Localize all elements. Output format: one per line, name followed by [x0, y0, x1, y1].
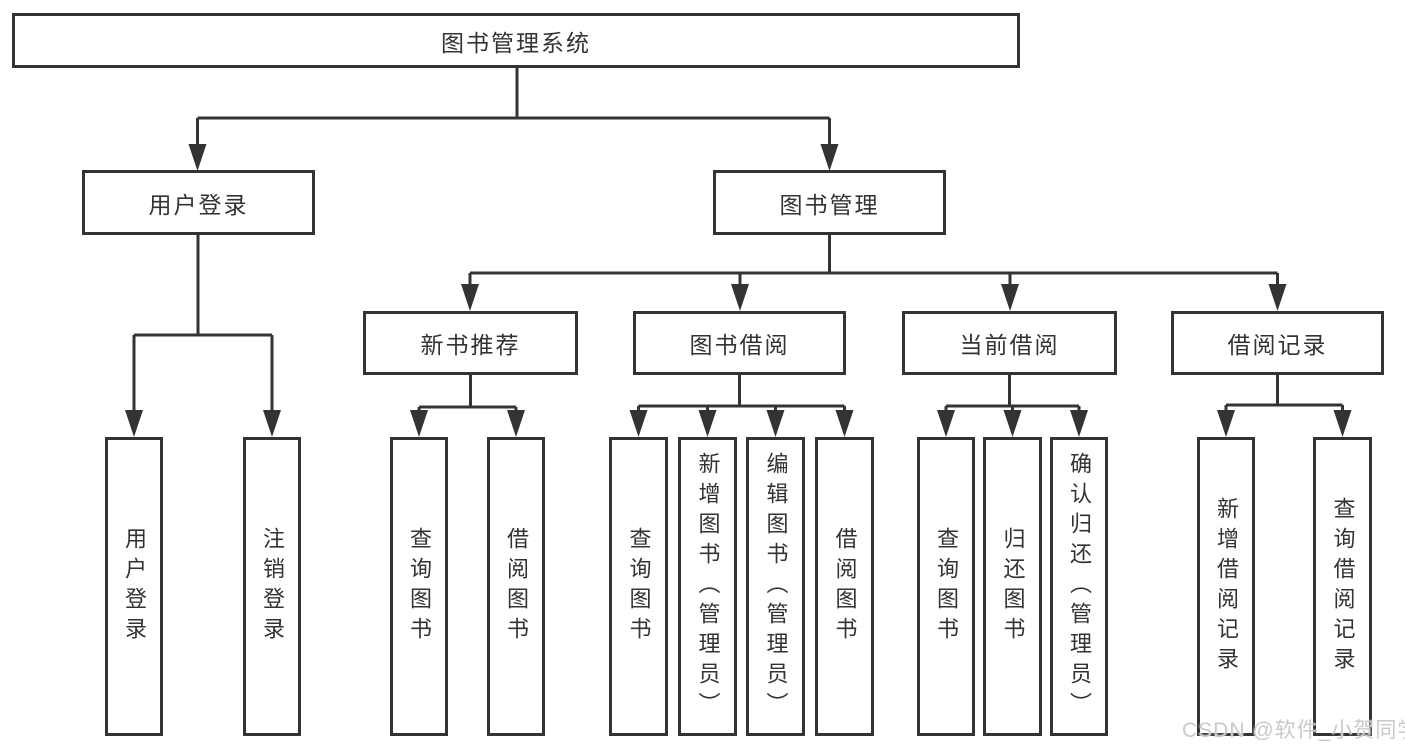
- node-leaf-recommend-query-book: 查询图书: [390, 437, 448, 736]
- node-new-book-recommend-label: 新书推荐: [420, 332, 521, 358]
- node-leaf-return-book: 归还图书: [983, 437, 1042, 736]
- node-leaf-borrow-book-label: 借阅图书: [832, 526, 858, 647]
- connector-new-book-recommend-to-leaves: [410, 375, 525, 437]
- connector-root-to-level2: [188, 68, 839, 171]
- node-book-management-group: 图书管理: [713, 170, 946, 235]
- node-book-management-group-label: 图书管理: [779, 191, 880, 218]
- node-leaf-return-book-label: 归还图书: [1000, 526, 1026, 647]
- node-current-borrow: 当前借阅: [902, 311, 1117, 375]
- node-leaf-confirm-return-admin: 确认归还（管理员）: [1050, 437, 1108, 736]
- connector-borrow-records-to-leaves: [1217, 375, 1352, 437]
- node-user-login-group: 用户登录: [82, 170, 315, 235]
- node-leaf-add-borrow-record: 新增借阅记录: [1197, 437, 1255, 736]
- node-root-system-label: 图书管理系统: [441, 29, 591, 56]
- node-leaf-current-query-book-label: 查询图书: [934, 526, 959, 647]
- node-leaf-recommend-borrow-book-label: 借阅图书: [504, 526, 529, 647]
- node-leaf-user-login-label: 用户登录: [122, 526, 147, 647]
- node-book-borrow-label: 图书借阅: [689, 332, 790, 358]
- connector-user-login-to-leaves: [125, 235, 281, 437]
- node-leaf-borrow-query-book-label: 查询图书: [626, 526, 652, 647]
- node-leaf-user-login: 用户登录: [105, 437, 163, 736]
- connector-book-management-to-level3: [461, 235, 1287, 311]
- node-borrow-records: 借阅记录: [1171, 311, 1384, 375]
- connector-book-borrow-to-leaves: [629, 375, 854, 437]
- node-leaf-current-query-book: 查询图书: [917, 437, 975, 736]
- node-leaf-recommend-borrow-book: 借阅图书: [487, 437, 545, 736]
- node-leaf-query-borrow-record-label: 查询借阅记录: [1330, 496, 1356, 677]
- node-leaf-add-book-admin-label: 新增图书（管理员）: [695, 451, 721, 722]
- node-leaf-edit-book-admin-label: 编辑图书（管理员）: [763, 451, 789, 722]
- connector-current-borrow-to-leaves: [937, 375, 1088, 437]
- node-new-book-recommend: 新书推荐: [363, 311, 578, 375]
- node-root-system: 图书管理系统: [12, 13, 1020, 68]
- node-book-borrow: 图书借阅: [633, 311, 846, 375]
- node-leaf-logout-label: 注销登录: [260, 526, 285, 647]
- csdn-watermark: CSDN @软件_小贺同学: [1182, 719, 1405, 742]
- node-leaf-add-borrow-record-label: 新增借阅记录: [1214, 496, 1239, 677]
- node-leaf-recommend-query-book-label: 查询图书: [407, 526, 432, 647]
- node-user-login-group-label: 用户登录: [148, 191, 249, 218]
- node-borrow-records-label: 借阅记录: [1227, 332, 1328, 358]
- node-leaf-confirm-return-admin-label: 确认归还（管理员）: [1067, 451, 1092, 722]
- node-leaf-add-book-admin: 新增图书（管理员）: [678, 437, 737, 736]
- node-leaf-borrow-book: 借阅图书: [815, 437, 874, 736]
- node-leaf-borrow-query-book: 查询图书: [609, 437, 668, 736]
- node-leaf-logout: 注销登录: [243, 437, 301, 736]
- node-leaf-query-borrow-record: 查询借阅记录: [1313, 437, 1372, 736]
- node-leaf-edit-book-admin: 编辑图书（管理员）: [746, 437, 805, 736]
- node-current-borrow-label: 当前借阅: [959, 332, 1060, 358]
